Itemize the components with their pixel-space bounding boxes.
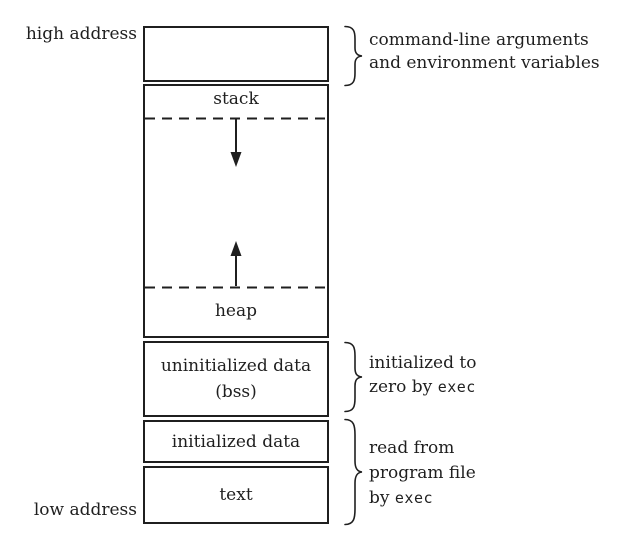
heap-label: heap — [214, 301, 258, 321]
program-annotation-line2: program file — [369, 463, 476, 483]
cmdline-brace-icon — [344, 25, 363, 87]
cmdline-annotation: command-line arguments and environment v… — [369, 29, 600, 75]
text-segment-label: text — [219, 485, 253, 505]
program-annotation-line3: by exec — [369, 486, 476, 511]
args-env-box — [143, 26, 329, 82]
bss-annotation-line2: zero by exec — [369, 375, 476, 399]
program-file-brace-icon — [344, 418, 363, 526]
heap-growth-arrow-icon — [230, 241, 242, 286]
bss-annotation: initialized to zero by exec — [369, 351, 476, 399]
bss-annotation-exec-code: exec — [437, 378, 476, 396]
low-address-label: low address — [33, 500, 137, 520]
stack-heap-box: stack heap — [143, 84, 329, 338]
cmdline-annotation-line1: command-line arguments — [369, 30, 589, 50]
program-annotation-line1: read from — [369, 438, 455, 458]
bss-annotation-line2-text: zero by — [369, 377, 438, 397]
stack-growth-arrow-icon — [230, 118, 242, 167]
cmdline-annotation-line2: and environment variables — [369, 53, 600, 73]
bss-label: uninitialized data — [160, 356, 312, 376]
high-address-label: high address — [25, 24, 137, 44]
text-box: text — [143, 466, 329, 524]
stack-label: stack — [213, 89, 259, 109]
initialized-data-box: initialized data — [143, 420, 329, 463]
program-annotation-line3-text: by — [369, 488, 395, 508]
bss-annotation-line1: initialized to — [369, 353, 477, 373]
program-annotation-exec-code: exec — [394, 489, 434, 507]
bss-brace-icon — [344, 341, 363, 413]
initialized-data-label: initialized data — [171, 431, 301, 452]
bss-box: uninitialized data (bss) — [143, 341, 329, 417]
program-file-annotation: read from program file by exec — [369, 436, 476, 511]
bss-sub-label: (bss) — [215, 382, 257, 402]
heap-growth-dashed-line — [145, 286, 327, 289]
